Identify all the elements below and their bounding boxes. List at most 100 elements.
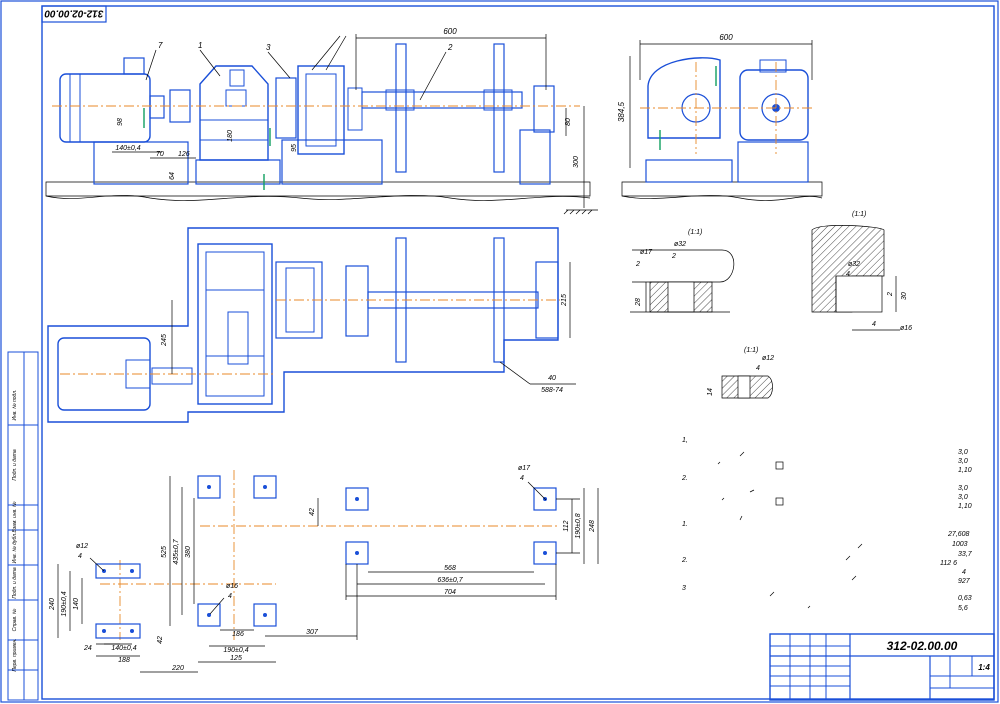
technical-notes: 1, 2. 1. 2. 3 3,0 3,0 1,10 3,0 3,0 1,10 … (681, 437, 973, 612)
note-val-8: 1003 (952, 541, 968, 548)
stamp-label-3: Взам. инв. № (12, 501, 18, 533)
fdn-four-a: 4 (520, 475, 524, 482)
note-num-1: 1, (682, 437, 688, 444)
fdn-d240: 240 (49, 598, 56, 611)
detail-b-30: 30 (901, 292, 908, 300)
dim-600: 600 (443, 27, 457, 36)
foundation-plan: ø17 4 112 190±0,8 248 42 525 435±0,7 380… (49, 465, 599, 673)
callout-1: 1 (198, 41, 202, 50)
side-stamp: Инв. № подл. Подп. и дата Взам. инв. № И… (7, 351, 39, 701)
fdn-d307: 307 (306, 629, 319, 636)
plan-dim-215: 215 (561, 294, 568, 307)
fdn-d636: 636±0,7 (437, 577, 463, 584)
note-val-5: 3,0 (958, 494, 968, 501)
callout-2: 2 (447, 43, 453, 52)
note-num-3: 1. (682, 521, 688, 528)
plan-gearbox (197, 243, 273, 405)
dim-180: 180 (227, 130, 234, 142)
note-val-9: 33,7 (958, 551, 973, 558)
note-val-12: 927 (958, 578, 971, 585)
fdn-d190a: 190±0,4 (61, 591, 68, 616)
detail-c: (1:1) ø12 4 14 (707, 347, 774, 399)
detail-a: (1:1) ø17 ø32 2 2 28 (630, 229, 735, 313)
detail-a-scale: (1:1) (688, 229, 702, 236)
fdn-d16: ø16 (226, 583, 238, 590)
stamp-label-7: Перв. примен. (12, 638, 18, 671)
fdn-d125: 125 (230, 655, 242, 662)
detail-b: (1:1) ø32 4 2 30 4 ø16 (811, 211, 912, 332)
fdn-d220: 220 (171, 665, 184, 672)
fdn-four-b: 4 (78, 553, 82, 560)
fdn-d17: ø17 (518, 465, 531, 472)
fdn-d24: 24 (83, 645, 92, 652)
note-num-2: 2. (681, 475, 688, 482)
detail-c-scale: (1:1) (744, 347, 758, 354)
fdn-d525: 525 (161, 546, 168, 558)
detail-a-d17: ø17 (640, 249, 653, 256)
fdn-d190b: 190±0,8 (575, 513, 582, 538)
dim-140: 140±0,4 (115, 145, 140, 152)
callout-7: 7 (158, 41, 163, 50)
fdn-d4353: 435±0,7 (173, 538, 180, 564)
side-dim-600: 600 (719, 33, 733, 42)
side-view: 600 384,5 (617, 33, 823, 201)
note-val-2: 3,0 (958, 458, 968, 465)
dim-70: 70 (156, 151, 164, 158)
motor-body (59, 73, 151, 143)
plan-callout-40: 40 (548, 375, 556, 382)
fdn-d380: 380 (185, 546, 192, 558)
stamp-label-5: Подп. и дата (12, 567, 18, 599)
note-val-7: 27,608 (947, 531, 970, 538)
fdn-d248: 248 (589, 520, 596, 533)
detail-a-d32: ø32 (674, 241, 686, 248)
plan-callout-588: 588-74 (541, 387, 563, 394)
dim-126: 126 (178, 151, 190, 158)
fdn-d42: 42 (309, 508, 316, 516)
dim-64: 64 (169, 172, 176, 180)
detail-b-d16: ø16 (900, 325, 912, 332)
stamp-label-6: Справ. № (12, 608, 18, 631)
detail-b-two: 2 (887, 292, 894, 297)
detail-b-four: 4 (846, 271, 850, 278)
fdn-d186: 186 (232, 631, 244, 638)
detail-b-d32: ø32 (848, 261, 860, 268)
plan-dim-245: 245 (161, 334, 168, 347)
dim-300: 300 (573, 156, 580, 168)
dim-98: 98 (117, 118, 124, 126)
gearbox-body (199, 65, 269, 161)
fdn-d568: 568 (444, 565, 456, 572)
note-num-4: 2. (681, 557, 688, 564)
callout-3: 3 (266, 43, 271, 52)
fdn-four-c: 4 (228, 593, 232, 600)
drive-shaft (361, 91, 523, 109)
stamp-label-2: Подп. и дата (12, 449, 18, 481)
note-val-10: 112 6 (940, 560, 957, 567)
fdn-d188: 188 (118, 657, 130, 664)
note-val-4: 3,0 (958, 485, 968, 492)
note-val-13: 0,63 (958, 595, 972, 602)
detail-a-two-b: 2 (671, 253, 676, 260)
fdn-d42b: 42 (157, 636, 164, 644)
fdn-d140b: 140±0,4 (111, 645, 136, 652)
note-val-14: 5,6 (958, 605, 968, 612)
note-val-1: 3,0 (958, 449, 968, 456)
note-val-6: 1,10 (958, 503, 972, 510)
rotated-drawing-number: 312-02.00.00 (44, 7, 103, 18)
detail-b-scale: (1:1) (852, 211, 866, 218)
front-view: 600 7 1 3 2 98 140±0,4 70 126 64 180 95 … (45, 27, 598, 215)
dim-80: 80 (565, 118, 572, 126)
title-block: 312-02.00.00 1:4 (769, 633, 995, 701)
stamp-label-4: Инв. № дубл. (12, 533, 18, 564)
detail-a-two-a: 2 (635, 261, 640, 268)
dim-95: 95 (291, 144, 298, 152)
detail-c-14: 14 (707, 388, 714, 396)
detail-a-28: 28 (635, 298, 642, 307)
plan-view: 245 215 40 588-74 (47, 227, 576, 423)
side-dim-384: 384,5 (617, 101, 626, 122)
stamp-label-1: Инв. № подл. (12, 389, 18, 420)
fdn-d140a: 140 (73, 598, 80, 610)
detail-c-four: 4 (756, 365, 760, 372)
title-drawing-number: 312-02.00.00 (887, 639, 958, 653)
